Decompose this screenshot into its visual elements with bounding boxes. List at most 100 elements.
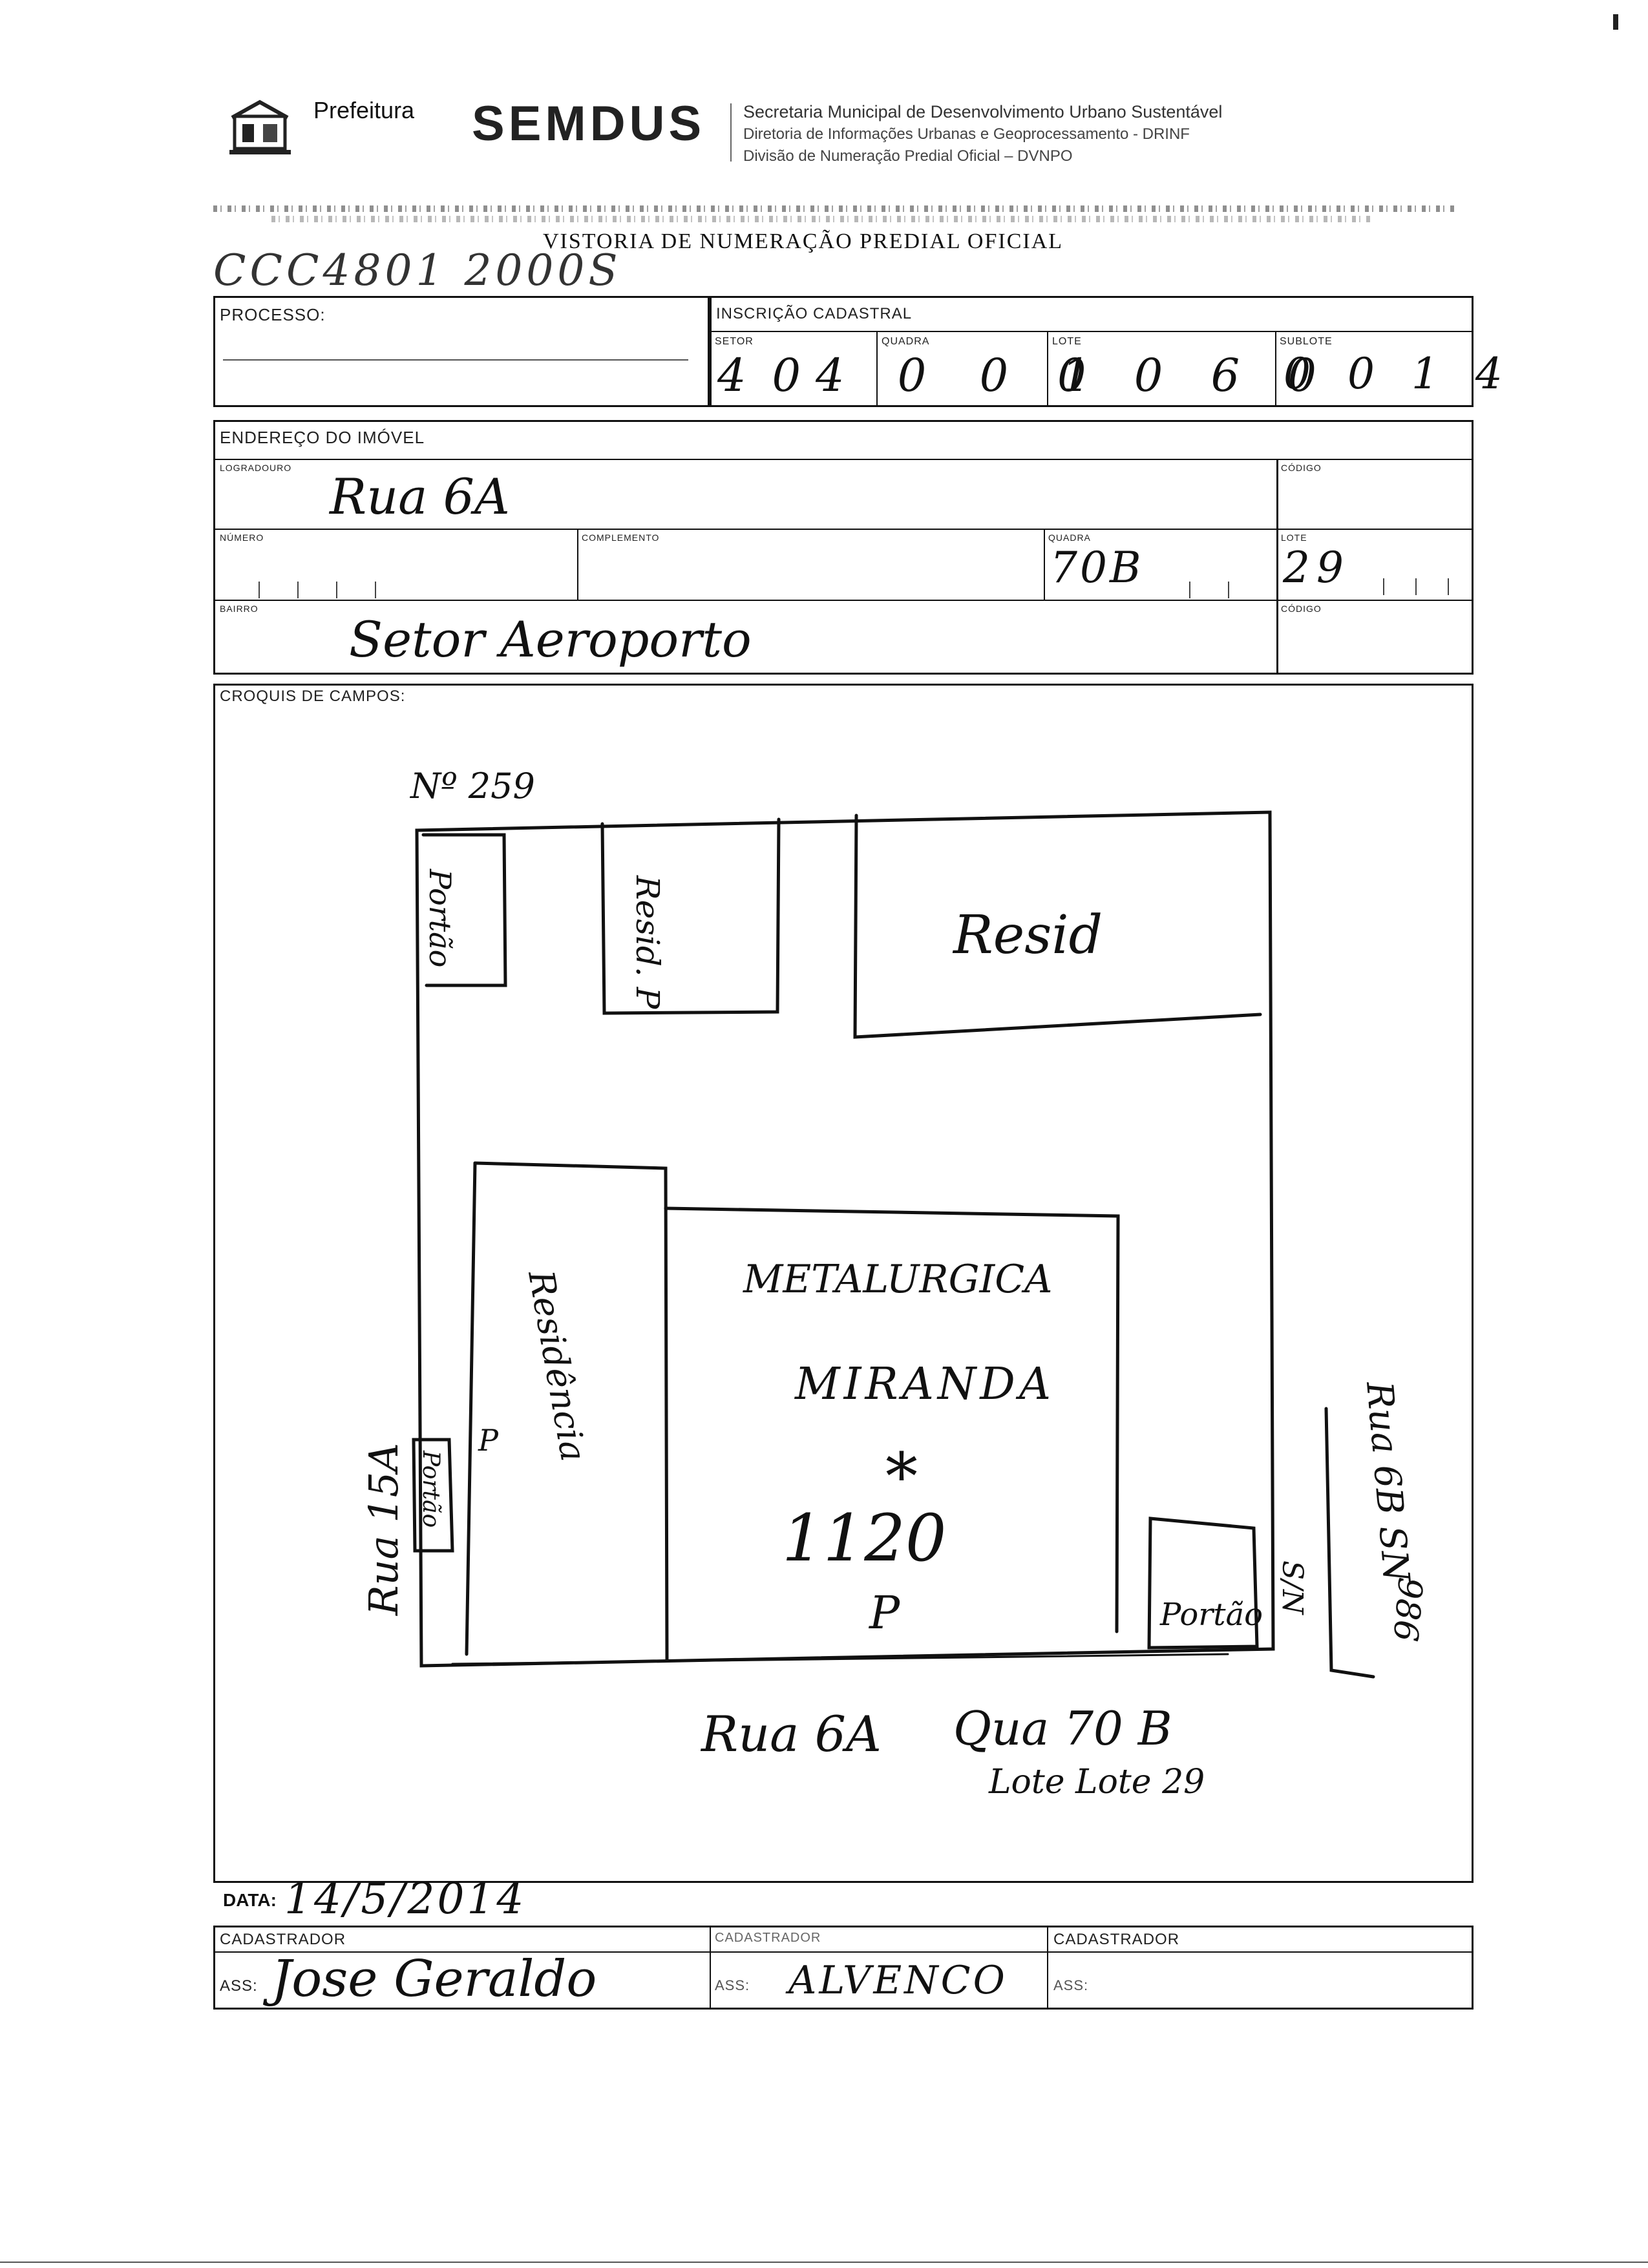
data-label: DATA: xyxy=(223,1890,277,1910)
cadastrador-box xyxy=(213,1926,1474,2010)
croquis-box xyxy=(213,684,1474,1883)
logo-text: Prefeitura xyxy=(313,97,415,123)
sketch-rua-right: Rua 6B SN xyxy=(1358,1380,1417,1586)
lote-value: 0 0 6 0 xyxy=(1057,349,1333,402)
complemento-divider xyxy=(577,529,578,600)
codigo-divider xyxy=(1276,459,1278,675)
org-line-2: Diretoria de Informações Urbanas e Geopr… xyxy=(743,125,1190,143)
sketch-portao-right: Portão xyxy=(1159,1597,1263,1633)
cadastrador-divider xyxy=(213,1951,1474,1953)
resid-top-right-shape xyxy=(853,814,1262,1039)
sketch-lote-bottom: Lote Lote 29 xyxy=(988,1763,1205,1801)
codigo-label: CÓDIGO xyxy=(1281,463,1322,473)
scan-dot xyxy=(1613,14,1618,30)
header-divider xyxy=(730,103,732,162)
cadastrador-label-2: CADASTRADOR xyxy=(715,1931,821,1945)
portao-top-shape xyxy=(421,833,507,987)
croquis-label: CROQUIS DE CAMPOS: xyxy=(220,688,406,705)
quadra-divider xyxy=(1047,331,1048,407)
lot-boundary xyxy=(415,810,1275,1668)
sketch-p-mark: P xyxy=(478,1423,499,1458)
sketch-resid-top-mid: Resid. P xyxy=(629,875,666,1010)
sketch-qd-bottom: Qua 70 B xyxy=(953,1701,1172,1756)
residencia-wall xyxy=(465,1161,477,1656)
sketch-portao-top: Portão xyxy=(423,868,458,967)
inscricao-label: INSCRIÇÃO CADASTRAL xyxy=(716,305,913,322)
cadastrador-label-3: CADASTRADOR xyxy=(1053,1931,1180,1948)
ass-label-3: ASS: xyxy=(1053,1977,1089,1993)
lote-tick xyxy=(1383,578,1384,595)
quadra2-divider xyxy=(1044,529,1045,600)
lote-divider xyxy=(1275,331,1276,407)
numero-tick xyxy=(259,582,260,598)
codigo2-label: CÓDIGO xyxy=(1281,604,1322,614)
logradouro-value: Rua 6A xyxy=(330,468,510,525)
right-street-line xyxy=(1324,1407,1375,1679)
processo-box xyxy=(213,296,710,407)
sketch-residencia: Residência xyxy=(520,1266,594,1464)
ass-label-2: ASS: xyxy=(715,1977,750,1993)
processo-line xyxy=(223,359,688,361)
sublote-label: SUBLOTE xyxy=(1280,336,1333,347)
residencia-shape xyxy=(473,1161,669,1661)
quadra-value: 4 0 0 1 xyxy=(816,349,1110,402)
sketch-star: * xyxy=(885,1439,918,1515)
numero-label: NÚMERO xyxy=(220,532,264,543)
bottom-line xyxy=(451,1653,1229,1665)
form-code-handwritten: CCC4801 2000S xyxy=(213,246,622,295)
sketch-resid: Resid xyxy=(952,905,1103,966)
data-value: 14/5/2014 xyxy=(284,1874,527,1924)
inscricao-divider xyxy=(710,331,1474,332)
bairro-value: Setor Aeroporto xyxy=(349,611,752,668)
lote2-label: LOTE xyxy=(1281,532,1307,543)
endereco-label: ENDEREÇO DO IMÓVEL xyxy=(220,428,425,447)
portao-right-shape xyxy=(1147,1517,1259,1650)
sketch-rua-left: Rua 15A xyxy=(360,1443,407,1616)
complemento-label: COMPLEMENTO xyxy=(582,532,660,543)
sketch-num-right: 986 xyxy=(1385,1576,1429,1643)
lote-label: LOTE xyxy=(1052,336,1082,347)
cadastrador2-signature: ALVENCO xyxy=(788,1958,1008,2003)
sketch-portao-left: Portão xyxy=(417,1450,444,1528)
ass-label-1: ASS: xyxy=(220,1977,258,1995)
lote2-value: 29 xyxy=(1283,543,1350,593)
brand-name: SEMDUS xyxy=(472,96,706,151)
inscricao-box xyxy=(710,296,1474,407)
scan-noise-band-2 xyxy=(271,216,1370,222)
numero-tick xyxy=(297,582,299,598)
org-line-1: Secretaria Municipal de Desenvolvimento … xyxy=(743,102,1223,121)
form-title: VISTORIA DE NUMERAÇÃO PREDIAL OFICIAL xyxy=(543,229,1064,253)
sketch-top-number: Nº 259 xyxy=(409,766,535,806)
processo-label: PROCESSO: xyxy=(220,305,326,324)
sketch-rua-bottom: Rua 6A xyxy=(700,1705,882,1763)
sketch-sn-right: S/N xyxy=(1276,1560,1309,1615)
endereco-row3-top xyxy=(213,600,1474,601)
quadra-label: QUADRA xyxy=(882,336,930,347)
endereco-row2-top xyxy=(213,529,1474,530)
cadastrador-col-divider-2 xyxy=(1047,1926,1048,2010)
quadra2-label: QUADRA xyxy=(1048,532,1091,543)
sublote-value: 0 0 1 4 xyxy=(1284,349,1514,399)
sketch-metalurgica: METALURGICA xyxy=(743,1257,1052,1302)
logo-emblem xyxy=(229,97,291,158)
scan-noise-band xyxy=(213,205,1454,212)
quadra-tick xyxy=(1228,582,1229,598)
sketch-number: 1120 xyxy=(782,1500,947,1576)
cadastrador1-signature: Jose Geraldo xyxy=(271,1950,597,2008)
quadra-tick xyxy=(1189,582,1190,598)
resid-top-mid-shape xyxy=(600,817,781,1015)
cadastrador-label-1: CADASTRADOR xyxy=(220,1931,346,1948)
cadastrador-col-divider-1 xyxy=(710,1926,711,2010)
sketch-p-mark-2: P xyxy=(868,1586,901,1639)
lote-tick xyxy=(1448,578,1449,595)
lote-tick xyxy=(1415,578,1417,595)
logradouro-label: LOGRADOURO xyxy=(220,463,292,473)
endereco-row1-top xyxy=(213,459,1474,460)
numero-tick xyxy=(336,582,337,598)
setor-label: SETOR xyxy=(715,336,754,347)
quadra2-value: 70B xyxy=(1050,543,1144,593)
setor-value: 40 xyxy=(717,349,827,402)
setor-divider xyxy=(876,331,878,407)
org-line-3: Divisão de Numeração Predial Oficial – D… xyxy=(743,147,1073,165)
